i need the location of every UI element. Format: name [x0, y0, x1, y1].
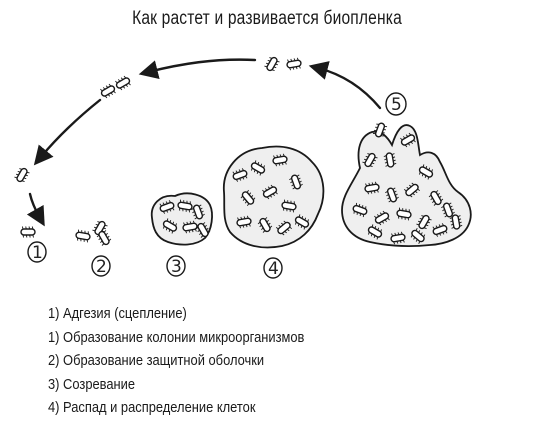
bacterium-icon — [383, 152, 397, 168]
stage-3-circle — [166, 255, 186, 277]
bacterium-icon — [272, 153, 288, 167]
stage-labels — [27, 92, 407, 279]
bacterium-icon — [264, 56, 280, 72]
stage-4-number: 4 — [268, 259, 279, 279]
bacterium-icon — [177, 199, 193, 213]
legend-item: 3) Созревание — [48, 375, 136, 393]
stage-5-number: 5 — [391, 95, 402, 115]
stage-4-circle — [263, 257, 283, 279]
arrow-left-down — [33, 98, 102, 166]
bacterium-icon — [428, 190, 444, 206]
bacterium-icon — [100, 83, 116, 99]
bacterium-icon — [262, 184, 278, 200]
bacterium-icon — [400, 132, 416, 148]
bacterium-icon — [75, 229, 91, 243]
bacterium-icon — [14, 167, 30, 183]
bacterium-icon — [195, 222, 211, 238]
bacterium-icon — [352, 202, 368, 218]
bacterium-icon — [281, 199, 297, 213]
stage-2-circle — [91, 255, 111, 277]
bacterium-icon — [385, 187, 399, 203]
stage-3-blob — [150, 192, 213, 246]
bacterium-icon — [396, 207, 412, 221]
bacterium-icon — [240, 189, 256, 207]
stage-1-number: 1 — [32, 243, 43, 263]
bacterium-icon — [250, 160, 266, 176]
bacterium-icon — [159, 200, 175, 214]
bacterium-icon — [92, 220, 108, 236]
bacterium-icon — [182, 220, 198, 234]
bacterium-icon — [294, 214, 310, 230]
bacterium-icon — [20, 226, 36, 238]
arrow-to-surface — [26, 192, 45, 227]
bacterium-icon — [257, 217, 273, 233]
legend-item: 2) Образование защитной оболочки — [48, 352, 265, 369]
legend-item: 4) Распад и распределение клеток — [48, 399, 256, 416]
bacteria-group — [14, 56, 463, 246]
arrow-dispersal-to-top — [308, 61, 382, 110]
stage-5-circle — [385, 92, 407, 116]
legend-item: 1) Образование колонии микроорганизмов — [48, 328, 305, 346]
bacterium-icon — [441, 202, 455, 218]
bacterium-icon — [286, 57, 302, 71]
bacterium-icon — [289, 174, 303, 190]
bacterium-icon — [432, 223, 448, 237]
bacterium-icon — [162, 218, 178, 234]
bacterium-icon — [364, 181, 380, 195]
bacterium-icon — [403, 182, 421, 198]
bacterium-icon — [416, 214, 432, 230]
legend-list: 1) Адгезия (сцепление) 1) Образование ко… — [48, 302, 346, 420]
diagram-title: Как растет и развивается биопленка — [132, 8, 402, 29]
stage-2-number: 2 — [96, 257, 107, 277]
bacterium-icon — [362, 152, 378, 168]
bacterium-icon — [115, 75, 131, 91]
bacterium-icon — [372, 122, 388, 138]
bacterium-icon — [374, 210, 390, 226]
bacterium-icon — [367, 224, 383, 240]
bacterium-icon — [275, 220, 293, 236]
bacterium-icon — [390, 231, 406, 245]
legend-item: 1) Адгезия (сцепление) — [48, 305, 187, 322]
arrow-top-left — [138, 58, 257, 79]
bacterium-icon — [232, 168, 248, 182]
stage-3-number: 3 — [171, 257, 182, 277]
bacterium-icon — [236, 215, 252, 229]
bacterium-icon — [96, 230, 112, 246]
cycle-arrows — [26, 58, 382, 227]
stage-1-circle — [27, 241, 47, 263]
bacterium-icon — [191, 204, 205, 220]
bacterium-icon — [449, 214, 463, 230]
bacterium-icon — [418, 164, 434, 180]
bacterium-icon — [410, 227, 426, 244]
